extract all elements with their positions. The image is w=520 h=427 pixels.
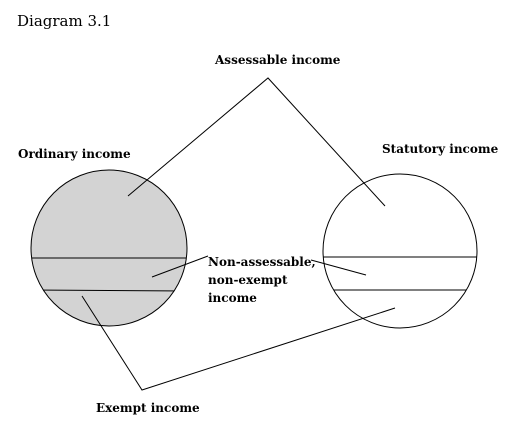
assessable-connector: [127, 77, 386, 207]
ordinary-income-label: Ordinary income: [18, 147, 131, 161]
non-assessable-connector-left: [151, 255, 209, 278]
ordinary-divider-lower: [31, 289, 187, 292]
assessable-income-label: Assessable income: [214, 53, 341, 67]
non-assessable-label-line3: income: [208, 291, 257, 305]
non-assessable-label-line1: Non-assessable,: [208, 255, 316, 269]
statutory-income-label: Statutory income: [382, 142, 499, 156]
statutory-income-circle: [322, 173, 478, 329]
exempt-connector: [81, 295, 396, 391]
non-assessable-connector-right: [310, 259, 367, 276]
statutory-circle-shape: [322, 173, 478, 329]
non-assessable-label-line2: non-exempt: [208, 273, 288, 287]
diagram-title: Diagram 3.1: [17, 12, 111, 30]
ordinary-circle-shape: [30, 169, 188, 327]
exempt-income-label: Exempt income: [96, 401, 200, 415]
ordinary-income-circle: [30, 169, 188, 327]
